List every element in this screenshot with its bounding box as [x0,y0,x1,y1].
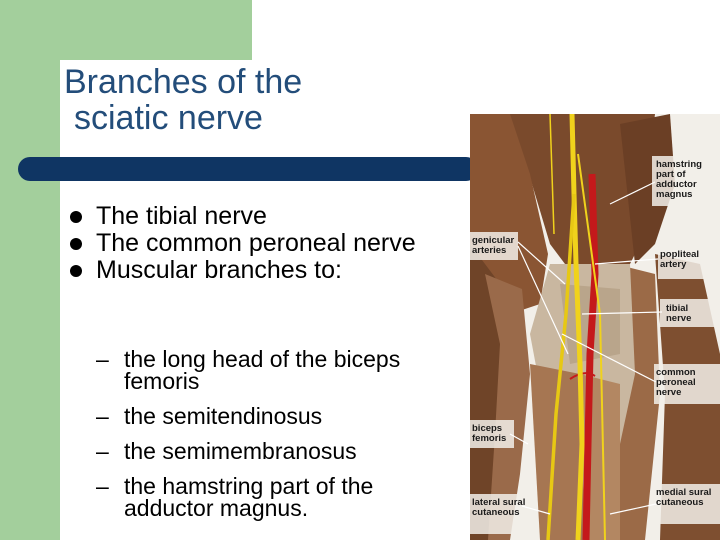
sub-bullet-item: –the long head of the biceps femoris [96,346,466,394]
bullet-dot-icon [70,211,82,223]
bullet-text: The tibial nerve [96,202,267,230]
label-tibial-nerve: tibial nerve [666,303,692,324]
title-divider-bar [18,157,478,181]
sub-bullet-text: the long head of the biceps femoris [124,346,401,394]
bullet-item: The tibial nerve [70,203,465,230]
bullet-dot-icon [70,238,82,250]
sub-bullet-list: –the long head of the biceps femoris –th… [96,348,466,532]
green-left-strip [0,0,60,540]
sub-bullet-item: –the hamstring part of the adductor magn… [96,473,466,521]
dash-icon: – [96,403,109,429]
sub-bullet-text: the semitendinosus [124,403,323,429]
label-lateral-sural-cutaneous: lateral sural cutaneous [472,497,526,518]
dash-icon: – [96,346,109,372]
label-medial-sural-cutaneous: medial sural cutaneous [656,487,712,508]
dash-icon: – [96,473,109,499]
bullet-item: Muscular branches to: [70,257,465,284]
sub-bullet-item: –the semimembranosus [96,438,466,464]
sub-bullet-text: the semimembranosus [124,438,357,464]
title-line-1: Branches of the [64,63,303,101]
label-biceps-femoris: biceps femoris [472,423,507,444]
bullet-list: The tibial nerve The common peroneal ner… [70,203,465,284]
bullet-dot-icon [70,265,82,277]
knee-anatomy-drawing [470,114,720,540]
sub-bullet-item: –the semitendinosus [96,403,466,429]
title-area [60,60,470,155]
sub-bullet-text: the hamstring part of the adductor magnu… [124,473,374,521]
bullet-text: Muscular branches to: [96,256,342,284]
anatomy-illustration: hamstring part of adductor magnus genicu… [470,114,720,540]
slide-title: Branches of the sciatic nerve [64,64,302,136]
label-popliteal-artery: popliteal artery [660,249,700,270]
bullet-item: The common peroneal nerve [70,230,465,257]
content-area [60,182,470,540]
label-genicular-arteries: genicular arteries [472,235,515,256]
label-hamstring: hamstring part of adductor magnus [656,159,702,200]
title-line-2: sciatic nerve [74,99,263,137]
bullet-text: The common peroneal nerve [96,229,416,257]
dash-icon: – [96,438,109,464]
label-common-peroneal-nerve: common peroneal nerve [656,367,696,398]
